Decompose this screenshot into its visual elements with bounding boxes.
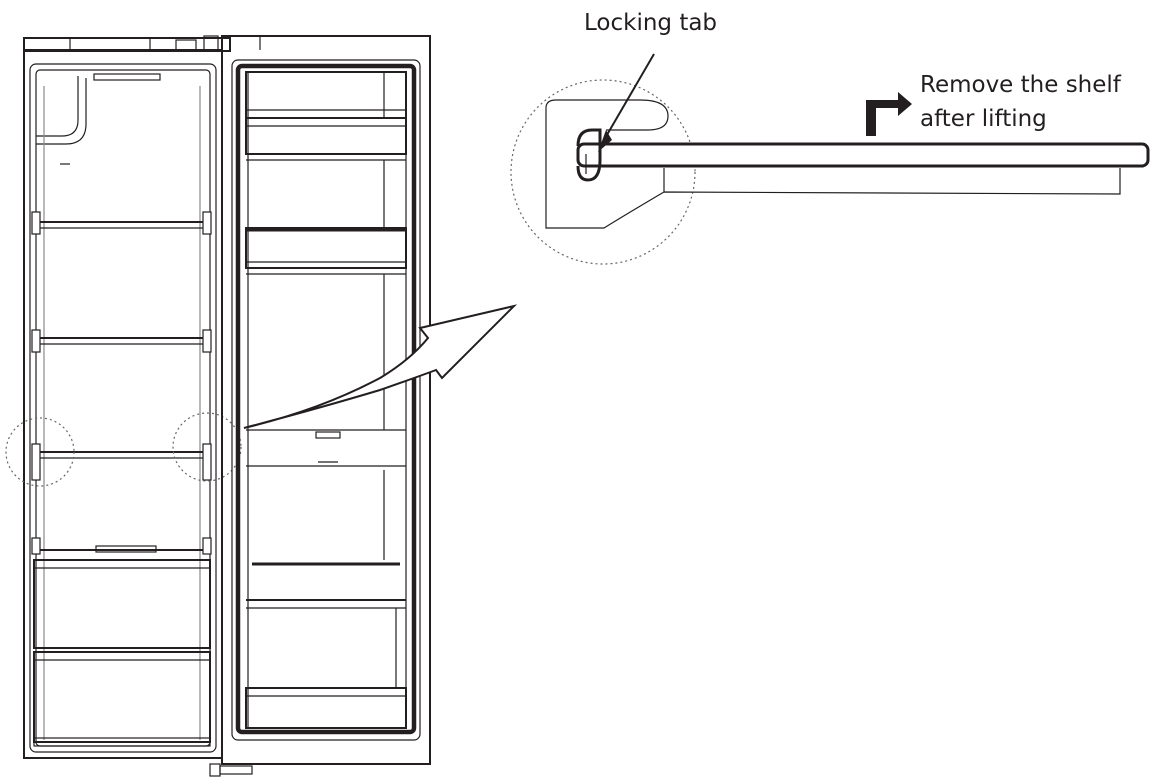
crisper-drawer-lower: [33, 651, 211, 743]
locking-tab-label: Locking tab: [584, 10, 717, 36]
curved-arrow-icon: [243, 304, 518, 429]
cabinet-shelf: [31, 537, 212, 555]
left-support-detail-circle: [5, 417, 75, 487]
shelf-detail: [510, 53, 1150, 265]
fridge-cabinet: [5, 35, 430, 759]
right-angle-arrow-icon: [866, 92, 912, 136]
crisper-drawer-upper: [33, 559, 211, 649]
fridge-door: [209, 35, 431, 777]
cabinet-shelf: [31, 329, 212, 353]
right-support-detail-circle: [172, 412, 242, 482]
remove-shelf-label: Remove the shelf: [920, 72, 1122, 98]
door-bin: [246, 429, 406, 560]
door-bin: [245, 687, 407, 729]
door-bin: [246, 562, 406, 688]
after-lifting-label: after lifting: [920, 106, 1047, 132]
door-bin: [245, 117, 407, 228]
door-bin: [245, 71, 407, 119]
cabinet-shelf: [31, 211, 212, 235]
door-bin: [245, 227, 407, 430]
shelf-glass: [576, 142, 1150, 168]
magnification-circle: [510, 79, 696, 265]
cabinet-shelf: [31, 443, 212, 481]
pointer-arrow-icon: [598, 53, 655, 152]
